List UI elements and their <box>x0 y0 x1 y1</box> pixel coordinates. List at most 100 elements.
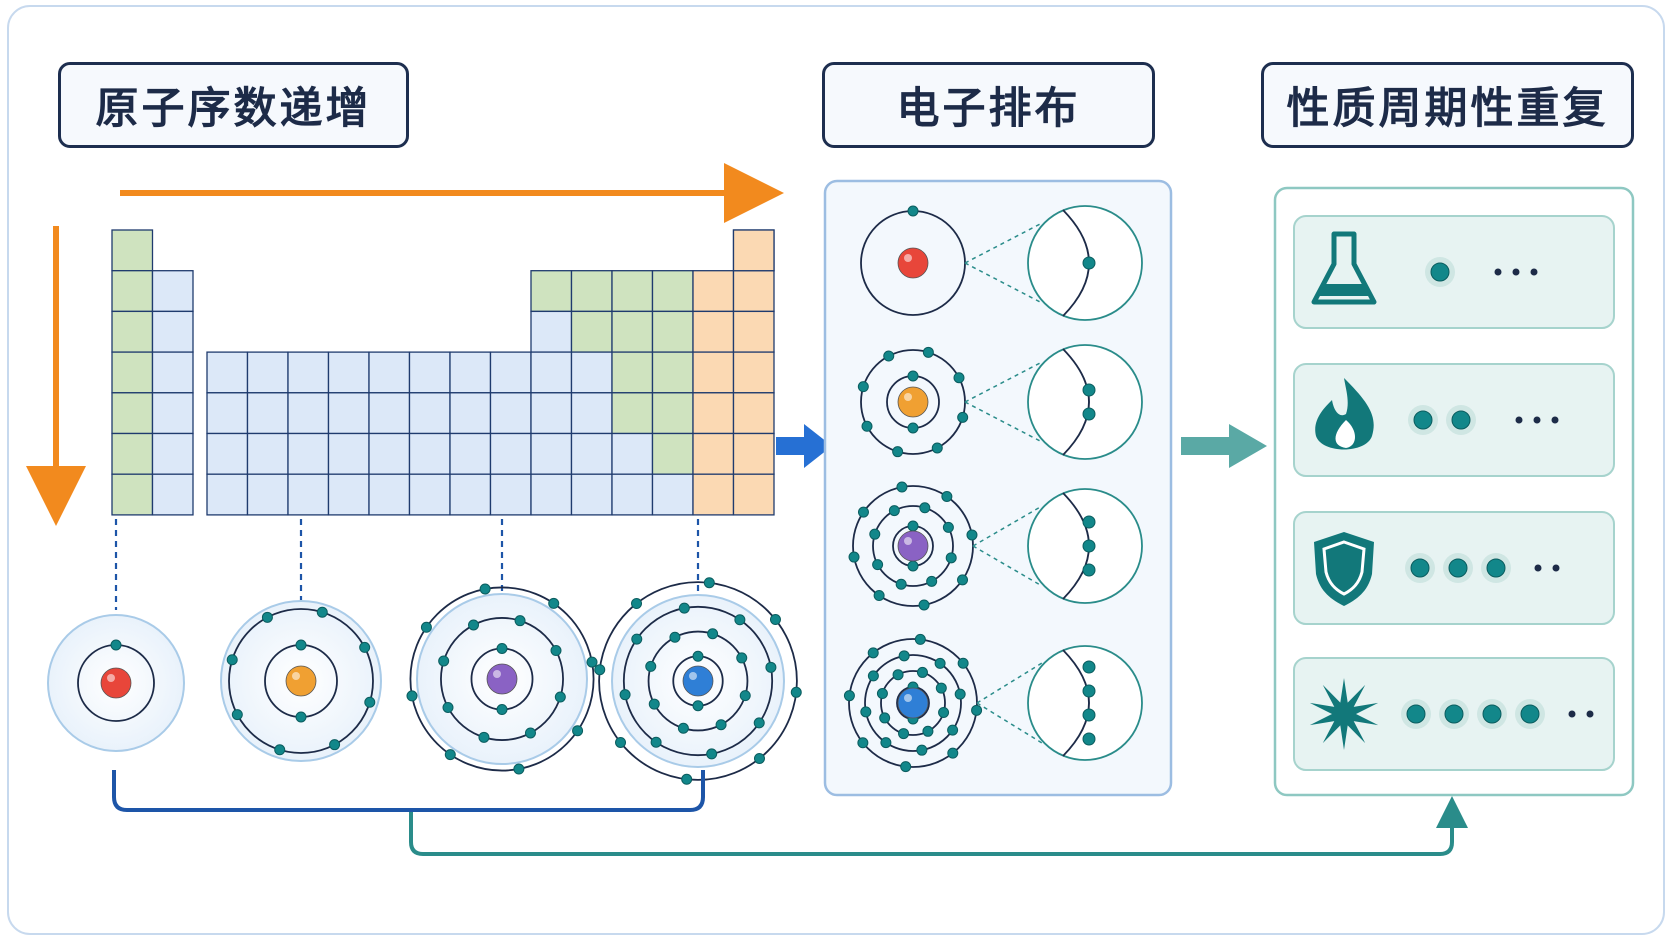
nucleus-highlight <box>904 537 912 545</box>
ellipsis-dot <box>1530 268 1538 276</box>
nucleus <box>682 665 714 697</box>
electron <box>359 641 371 653</box>
table-cell <box>732 310 775 353</box>
electron <box>919 502 931 514</box>
table-cell <box>449 432 492 475</box>
electron <box>715 719 727 731</box>
table-cell <box>246 432 289 475</box>
table-cell <box>368 432 411 475</box>
table-cell <box>111 473 154 516</box>
table-cell <box>611 392 654 435</box>
ellipsis-dot <box>1494 268 1502 276</box>
table-cell <box>692 392 735 435</box>
electron <box>226 654 238 666</box>
table-cell <box>151 392 194 435</box>
table-cell <box>530 473 573 516</box>
flask-liquid <box>1318 284 1370 296</box>
electron <box>650 736 662 748</box>
electron <box>867 670 879 682</box>
electron <box>907 520 919 532</box>
electron <box>329 739 341 751</box>
zoom-line <box>964 361 1043 403</box>
electron <box>883 350 895 362</box>
electron <box>274 744 286 756</box>
electron <box>554 691 566 703</box>
electron <box>922 725 934 737</box>
electron <box>615 736 627 748</box>
electron <box>110 639 122 651</box>
electron-shell <box>598 581 798 781</box>
electron <box>892 446 904 458</box>
electron <box>898 650 910 662</box>
table-cell <box>408 432 451 475</box>
electron <box>857 737 869 749</box>
table-cell <box>692 432 735 475</box>
ellipsis-dot <box>1568 710 1576 718</box>
electron <box>790 686 802 698</box>
electron-shell <box>647 630 749 732</box>
electron <box>619 689 631 701</box>
electron <box>926 575 938 587</box>
table-cell <box>206 351 249 394</box>
electron <box>953 372 965 384</box>
electron <box>496 704 508 716</box>
electron <box>261 611 273 623</box>
electron <box>295 639 307 651</box>
blue-arrow <box>776 424 832 468</box>
table-cell <box>151 432 194 475</box>
table-cell <box>692 310 735 353</box>
outer-shell-arc <box>1062 348 1090 456</box>
table-cell <box>732 270 775 313</box>
nucleus <box>897 386 929 418</box>
table-cell <box>570 351 613 394</box>
nucleus-highlight <box>904 694 912 702</box>
electron <box>669 631 681 643</box>
valence-electron <box>1082 383 1096 397</box>
periodic-table-grid <box>111 229 775 516</box>
electron <box>572 725 584 737</box>
electron <box>678 602 690 614</box>
electron <box>550 645 562 657</box>
valence-electron <box>1082 539 1096 553</box>
electron <box>677 722 689 734</box>
burst-icon <box>1309 678 1379 750</box>
table-cell <box>408 473 451 516</box>
valence-electron <box>1082 256 1096 270</box>
table-cell <box>327 392 370 435</box>
table-cell <box>206 392 249 435</box>
valence-electron <box>1082 515 1096 529</box>
electron <box>857 381 869 393</box>
flame-icon <box>1315 378 1374 450</box>
flask-icon <box>1311 231 1377 305</box>
flame-inner <box>1335 420 1355 448</box>
ellipsis-dot <box>1512 268 1520 276</box>
electron <box>496 642 508 654</box>
nucleus <box>897 247 929 279</box>
property-rows <box>1293 215 1615 771</box>
table-cell <box>111 351 154 394</box>
ellipsis-dot <box>1533 416 1541 424</box>
electron-dot <box>1486 558 1506 578</box>
table-cell <box>651 270 694 313</box>
zoom-lens <box>1027 645 1143 761</box>
electron <box>867 647 879 659</box>
nucleus-highlight <box>292 672 300 680</box>
electron <box>406 690 418 702</box>
electron <box>888 505 900 517</box>
electron <box>843 690 855 702</box>
table-cell <box>151 351 194 394</box>
teal-arrow <box>1181 424 1267 468</box>
electron <box>907 560 919 572</box>
table-cell <box>368 473 411 516</box>
electron-dot <box>1520 704 1540 724</box>
zoom-line <box>972 505 1043 547</box>
electron <box>857 506 869 518</box>
electron <box>873 590 885 602</box>
electron-dot <box>1451 410 1471 430</box>
electron-dot <box>1410 558 1430 578</box>
nucleus <box>100 667 132 699</box>
zoom-line <box>964 401 1043 443</box>
valence-electron <box>1082 684 1096 698</box>
electron <box>907 205 919 217</box>
